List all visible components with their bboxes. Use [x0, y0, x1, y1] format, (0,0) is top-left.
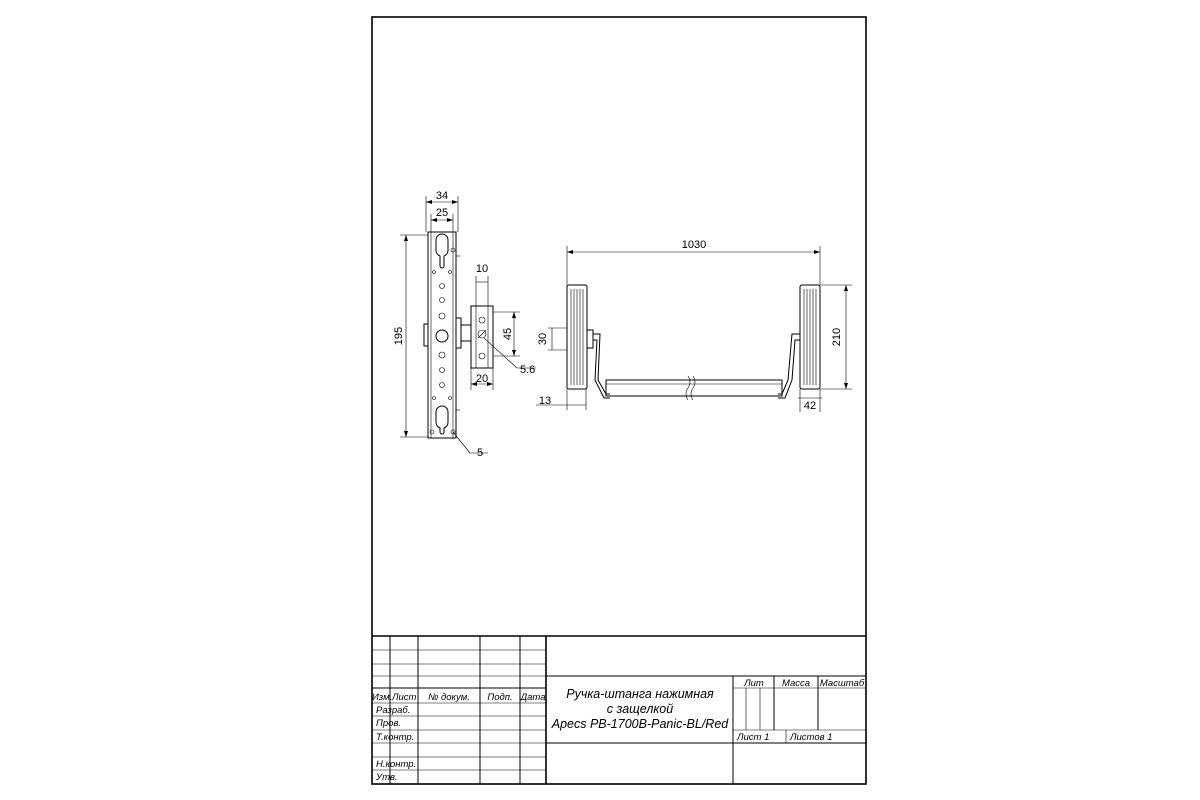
dim-width-total: 34: [436, 190, 448, 202]
dim-pad-width: 42: [804, 400, 816, 412]
spindle-hole: [435, 329, 449, 343]
keyhole-top: [435, 233, 449, 269]
col-list: Лист: [391, 692, 417, 703]
drawing-title-line3: Apecs PB-1700B-Panic-BL/Red: [551, 717, 730, 731]
sheet-frame: [371, 16, 867, 785]
title-block: Изм. Лист № докум. Подп. Дата Разраб. Пр…: [372, 635, 866, 784]
dim-bar-length: 1030: [682, 239, 706, 251]
col-date: Дата: [519, 692, 545, 703]
dim-height: 195: [393, 327, 405, 345]
col-massa: Масса: [782, 678, 810, 689]
row-prov: Пров.: [376, 718, 401, 729]
sheet-number: Лист 1: [736, 732, 769, 743]
col-izm: Изм.: [372, 692, 392, 703]
row-utv: Утв.: [375, 772, 398, 783]
dim-latch-depth: 10: [476, 263, 488, 275]
dim-mount-offset: 30: [537, 333, 549, 345]
panic-bar-view: 1030 210 30 13 42: [536, 239, 852, 412]
dim-width-inner: 25: [436, 207, 448, 219]
lock-view: 34 25 195 10 45 5.6 2: [393, 190, 536, 459]
col-sign: Подп.: [487, 692, 512, 703]
push-bar: [605, 379, 783, 397]
col-doc-no: № докум.: [428, 692, 470, 703]
keyhole-bottom: [435, 405, 449, 435]
dim-bar-height: 210: [831, 328, 843, 346]
col-lit: Лит: [743, 678, 764, 689]
row-tkontr: Т.контр.: [376, 732, 414, 743]
dim-strike-width: 20: [476, 373, 488, 385]
dim-base-offset: 13: [539, 395, 551, 407]
dim-hole-diameter: 5.6: [520, 364, 535, 376]
right-end-pad: [799, 284, 821, 390]
dim-screw-hole: 5: [477, 447, 483, 459]
drawing-title-line1: Ручка-штанга нажимная: [566, 687, 714, 701]
sheets-total: Листов 1: [789, 732, 833, 743]
dim-strike-height: 45: [502, 328, 514, 340]
lock-faceplate: [427, 231, 457, 439]
drawing-title-line2: с защелкой: [607, 702, 673, 716]
row-razrab: Разраб.: [376, 705, 410, 716]
row-nkontr: Н.контр.: [376, 759, 416, 770]
col-masshtab: Масштаб: [820, 678, 865, 689]
